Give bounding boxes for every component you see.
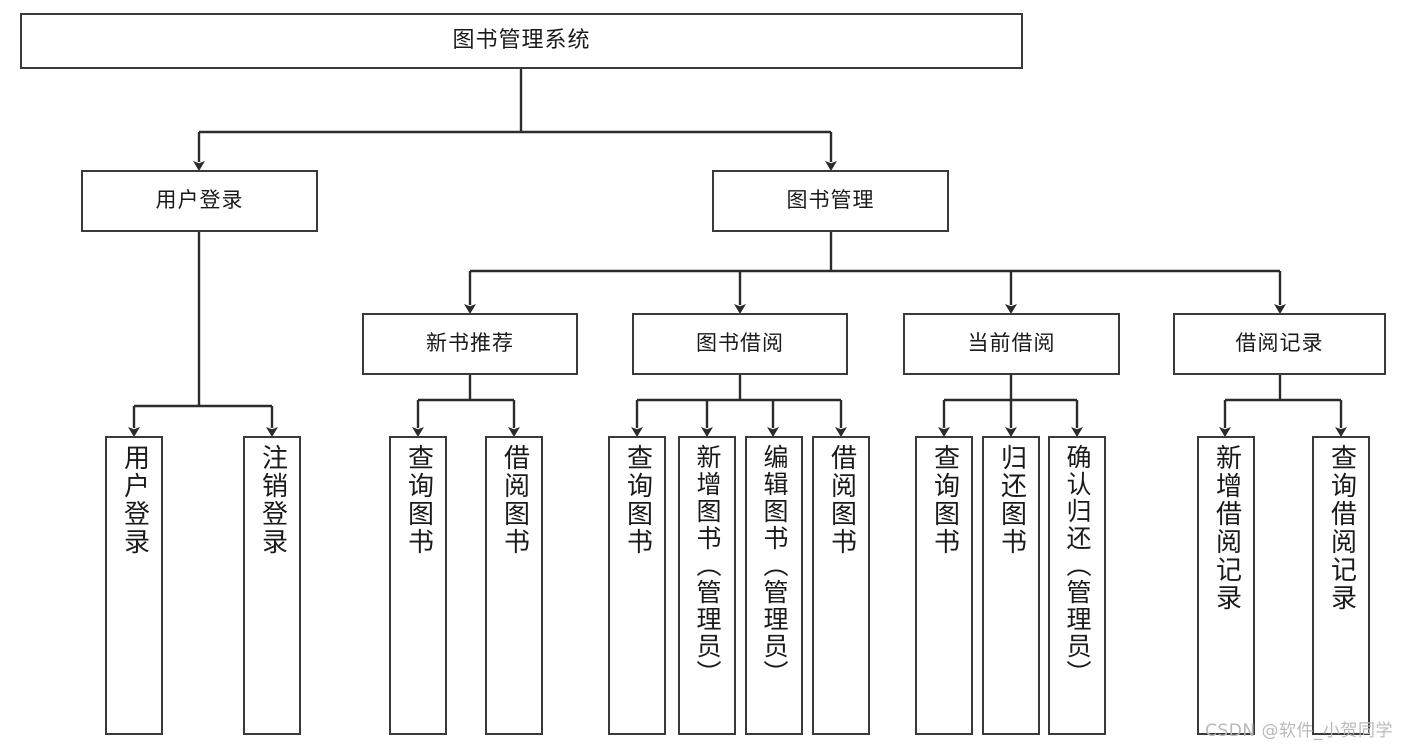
csdn-watermark: CSDN @软件_小贺同学 <box>1205 721 1393 741</box>
leaf-borrow-record-add[interactable]: 新增借阅记录 <box>1197 436 1255 735</box>
node-book-borrow[interactable]: 图书借阅 <box>632 313 848 375</box>
node-user-login[interactable]: 用户登录 <box>81 170 318 232</box>
node-book-management[interactable]: 图书管理 <box>712 170 949 232</box>
leaf-current-borrow-return[interactable]: 归还图书 <box>982 436 1040 735</box>
node-current-borrow[interactable]: 当前借阅 <box>903 313 1120 375</box>
leaf-current-borrow-confirm-admin[interactable]: 确认归还（管理员） <box>1048 436 1106 735</box>
node-new-book-recommend[interactable]: 新书推荐 <box>362 313 578 375</box>
leaf-label: 编辑图书（管理员） <box>760 444 789 687</box>
node-borrow-record[interactable]: 借阅记录 <box>1173 313 1386 375</box>
leaf-label: 注销登录 <box>257 444 288 556</box>
leaf-new-book-borrow[interactable]: 借阅图书 <box>485 436 543 735</box>
leaf-label: 查询图书 <box>929 444 960 556</box>
leaf-label: 新增图书（管理员） <box>693 444 722 687</box>
leaf-borrow-record-query[interactable]: 查询借阅记录 <box>1312 436 1370 735</box>
leaf-label: 借阅图书 <box>499 444 530 556</box>
leaf-current-borrow-query[interactable]: 查询图书 <box>915 436 973 735</box>
node-root-system[interactable]: 图书管理系统 <box>20 13 1023 69</box>
leaf-label: 归还图书 <box>996 444 1027 556</box>
leaf-label: 借阅图书 <box>826 444 857 556</box>
leaf-label: 查询图书 <box>403 444 434 556</box>
leaf-label: 查询图书 <box>622 444 653 556</box>
leaf-book-borrow-add-admin[interactable]: 新增图书（管理员） <box>678 436 736 735</box>
leaf-user-login-login[interactable]: 用户登录 <box>105 436 163 735</box>
leaf-label: 查询借阅记录 <box>1326 444 1357 612</box>
leaf-user-login-logout[interactable]: 注销登录 <box>243 436 301 735</box>
leaf-label: 确认归还（管理员） <box>1063 444 1092 687</box>
leaf-new-book-query[interactable]: 查询图书 <box>389 436 447 735</box>
leaf-label: 用户登录 <box>119 444 150 556</box>
leaf-book-borrow-edit-admin[interactable]: 编辑图书（管理员） <box>745 436 803 735</box>
leaf-label: 新增借阅记录 <box>1211 444 1242 612</box>
leaf-book-borrow-query[interactable]: 查询图书 <box>608 436 666 735</box>
leaf-book-borrow-borrow[interactable]: 借阅图书 <box>812 436 870 735</box>
